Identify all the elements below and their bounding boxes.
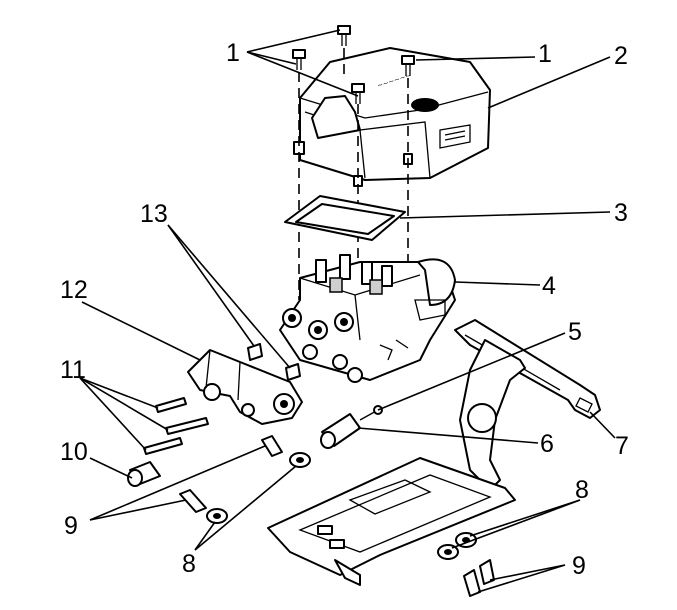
callout-10: 10 <box>60 438 88 466</box>
callout-12: 12 <box>60 276 88 304</box>
bracket-bolts <box>179 435 495 597</box>
screw-1-mid <box>351 83 365 104</box>
cover-gasket <box>284 195 406 241</box>
screw-1-right <box>401 55 415 76</box>
brake-switch-connector <box>320 405 383 449</box>
callout-4: 4 <box>542 272 556 300</box>
callout-1-left: 1 <box>226 39 240 67</box>
callout-5: 5 <box>568 318 582 346</box>
combination-valve <box>187 349 303 425</box>
callout-8-right: 8 <box>575 476 589 504</box>
lower-frame-bracket <box>267 457 516 586</box>
valve-mount-bolts <box>143 397 209 455</box>
callout-13: 13 <box>140 200 168 228</box>
brake-line-fitting <box>127 461 161 487</box>
callout-9-right: 9 <box>572 552 586 580</box>
control-module-cover: ~~~~~~ <box>293 47 491 187</box>
callout-labels: 1 1 2 3 4 5 6 7 8 8 9 9 10 11 12 13 <box>60 39 629 580</box>
callout-6: 6 <box>540 430 554 458</box>
leader-lines <box>79 29 616 593</box>
callout-2: 2 <box>614 42 628 70</box>
callout-1-right: 1 <box>538 40 552 68</box>
callout-3: 3 <box>614 199 628 227</box>
callout-8-left: 8 <box>182 550 196 578</box>
callout-11: 11 <box>60 356 86 384</box>
cover-screws <box>292 25 415 104</box>
callout-7: 7 <box>615 432 629 460</box>
callout-9-left: 9 <box>64 512 78 540</box>
screw-1-top <box>337 25 351 46</box>
mounting-bracket <box>454 319 601 491</box>
hydraulic-modulator <box>279 254 456 383</box>
screw-1-left <box>292 49 306 70</box>
